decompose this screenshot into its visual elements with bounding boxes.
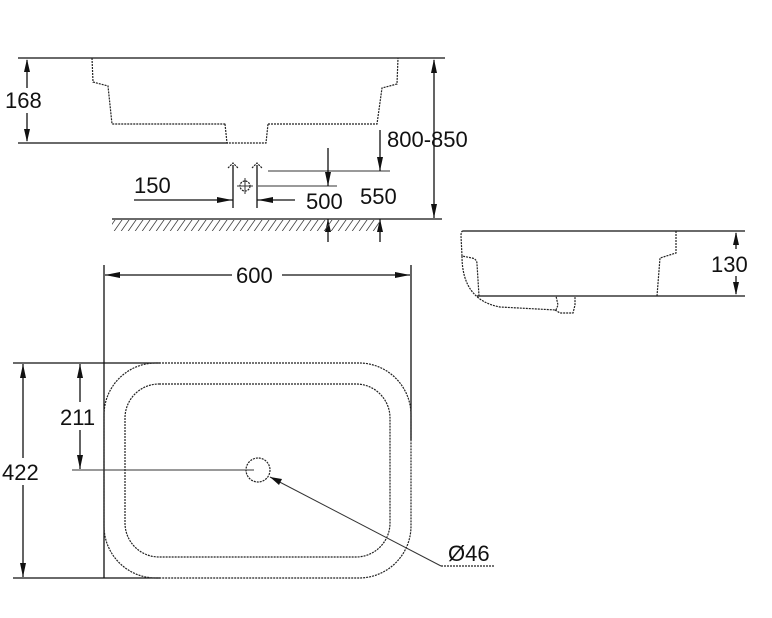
dimension-800-850: 800-850	[387, 59, 468, 218]
dimension-211: 211	[60, 364, 95, 469]
dimension-130: 130	[711, 232, 748, 295]
tap-spacing-label: 150	[134, 173, 171, 198]
height-168-label: 168	[5, 88, 42, 113]
basin-side-profile	[460, 230, 677, 314]
tap-height-550-label: 550	[360, 184, 397, 209]
dimension-422: 422	[2, 364, 39, 577]
dimension-150: 150	[134, 173, 295, 203]
tap-height-500-label: 500	[306, 189, 343, 214]
front-elevation-view: 168 800-850 150	[5, 57, 468, 242]
drain-hole	[245, 457, 271, 483]
plan-view: 600 422 211	[2, 263, 495, 579]
width-600-label: 600	[236, 263, 273, 288]
depth-422-label: 422	[2, 460, 39, 485]
floor-line	[112, 218, 442, 231]
side-elevation-view: 130	[460, 230, 748, 314]
drain-diameter-label: Ø46	[448, 541, 490, 566]
drain-diameter-callout: Ø46	[269, 476, 495, 567]
tap-holes	[227, 162, 263, 208]
mounting-height-label: 800-850	[387, 127, 468, 152]
drain-outlet-profile	[224, 123, 269, 144]
basin-front-profile	[91, 57, 399, 125]
side-height-130-label: 130	[711, 252, 748, 277]
drain-offset-211-label: 211	[60, 405, 95, 430]
dimension-600: 600	[105, 263, 410, 288]
dimension-168: 168	[5, 59, 42, 142]
